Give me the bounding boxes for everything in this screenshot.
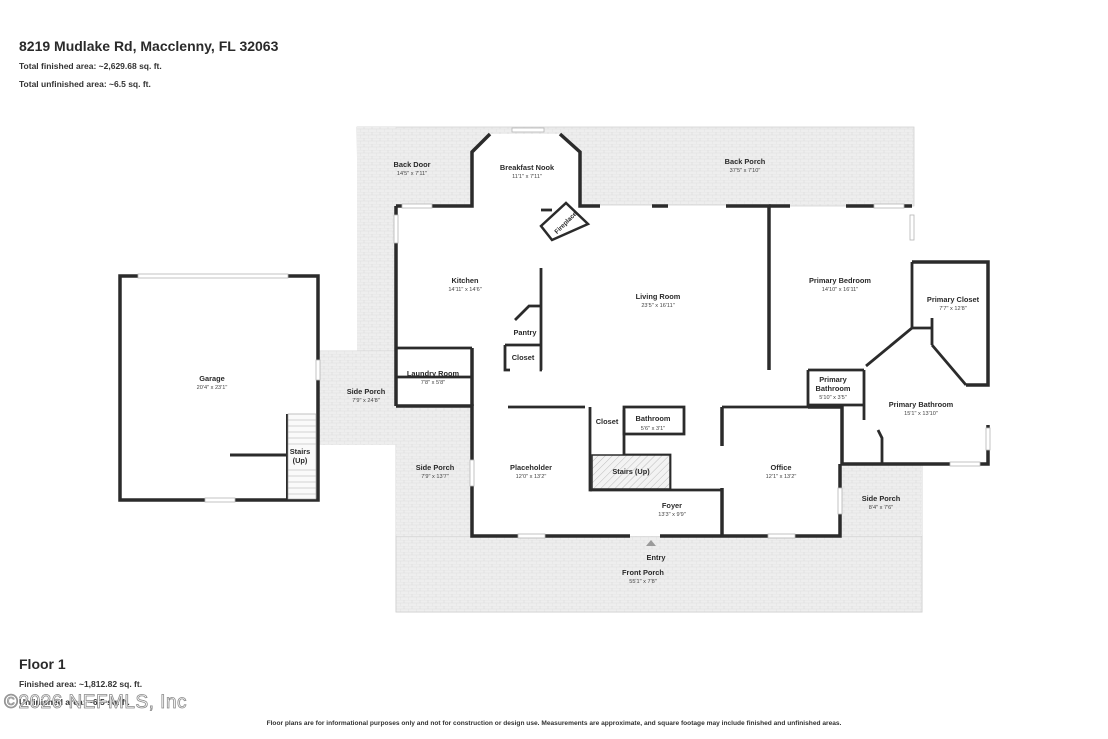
primary-bathroom-small-label-1: Primary: [819, 375, 847, 384]
breakfast-nook-dim: 11'1" x 7'11": [512, 174, 542, 180]
side-porch-mid-floor: [396, 407, 472, 536]
garage-bottom-window: [204, 497, 236, 503]
interior-walls: [396, 208, 968, 492]
total-finished-area: Total finished area: ~2,629.68 sq. ft.: [19, 61, 162, 71]
foyer-dim: 13'3" x 9'9": [658, 512, 686, 518]
closet-kitchen-label: Closet: [512, 353, 535, 362]
side-porch-mid-label: Side Porch: [416, 463, 455, 472]
windows: [315, 127, 991, 539]
stairs-garage-label-1: Stairs: [290, 447, 311, 456]
primary-bathroom-small-dim: 5'10" x 3'5": [819, 395, 847, 401]
side-porch-left-floor: [318, 351, 396, 445]
floor-finished-area: Finished area: ~1,812.82 sq. ft.: [19, 679, 143, 689]
primary-bathroom-label: Primary Bathroom: [889, 400, 954, 409]
back-porch-lower: [357, 127, 396, 352]
garage-label: Garage: [199, 374, 224, 383]
living-room-label: Living Room: [636, 292, 681, 301]
kitchen-label: Kitchen: [451, 276, 479, 285]
closet-center-label: Closet: [596, 417, 619, 426]
side-porch-right-floor: [840, 464, 922, 536]
placeholder-dim: 12'0" x 13'2": [516, 474, 547, 480]
kitchen-dim: 14'11" x 14'6": [448, 287, 481, 293]
interior-floor: [396, 134, 988, 536]
back-door-label: Back Door: [394, 160, 431, 169]
primary-closet-label: Primary Closet: [927, 295, 980, 304]
floor-unfinished-area: Unfinished area: ~6.5 sq. ft.: [19, 697, 130, 707]
side-porch-mid-dim: 7'9" x 13'7": [421, 474, 449, 480]
garage-dim: 20'4" x 23'1": [197, 385, 228, 391]
pantry-label: Pantry: [513, 328, 537, 337]
fireplace: [539, 201, 591, 242]
copyright-watermark: ©2026 NEFMLS, Inc: [4, 692, 188, 714]
entry-label: Entry: [647, 553, 667, 562]
floor-title: Floor 1: [19, 656, 66, 672]
total-unfinished-area: Total unfinished area: ~6.5 sq. ft.: [19, 79, 151, 89]
living-room-dim: 23'5" x 16'11": [641, 303, 674, 309]
laundry-label: Laundry Room: [407, 369, 460, 378]
laundry-dim: 7'8" x 5'8": [421, 380, 445, 386]
garage-door-window: [137, 273, 289, 279]
primary-bedroom-label: Primary Bedroom: [809, 276, 871, 285]
breakfast-nook-label: Breakfast Nook: [500, 163, 555, 172]
front-porch-floor: [395, 535, 923, 613]
stairs-garage-label-2: (Up): [293, 456, 308, 465]
back-porch-label: Back Porch: [725, 157, 766, 166]
office-dim: 12'1" x 13'2": [766, 474, 797, 480]
entry-arrow: [646, 540, 656, 546]
side-porch-right-label: Side Porch: [862, 494, 901, 503]
office-label: Office: [771, 463, 792, 472]
bathroom-label: Bathroom: [636, 414, 671, 423]
center-stairs-area: [591, 454, 671, 490]
primary-bathroom-dim: 15'1" x 13'10": [904, 411, 938, 417]
primary-closet-dim: 7'7" x 12'8": [939, 306, 967, 312]
side-porch-left-dim: 7'9" x 24'8": [352, 398, 380, 404]
back-door-dim: 14'5" x 7'11": [397, 171, 427, 177]
primary-bedroom-dim: 14'10" x 16'11": [822, 287, 859, 293]
garage-wall: [118, 274, 320, 502]
placeholder-label: Placeholder: [510, 463, 552, 472]
stairs-center-label: Stairs (Up): [612, 467, 650, 476]
garage-stairs: [287, 413, 317, 500]
front-porch-dim: 55'1" x 7'8": [629, 579, 657, 585]
back-porch-dim: 37'5" x 7'10": [730, 168, 761, 174]
front-porch-label: Front Porch: [622, 568, 664, 577]
foyer-label: Foyer: [662, 501, 682, 510]
side-porch-right-dim: 8'4" x 7'6": [869, 505, 893, 511]
porch-deck-area: [356, 126, 915, 207]
room-labels: Back Door 14'5" x 7'11" Breakfast Nook 1…: [197, 157, 980, 585]
primary-bathroom-small-label-2: Bathroom: [816, 384, 851, 393]
bathroom-dim: 5'6" x 3'1": [641, 426, 665, 432]
property-address: 8219 Mudlake Rd, Macclenny, FL 32063: [19, 38, 279, 54]
side-porch-left-label: Side Porch: [347, 387, 386, 396]
disclaimer-text: Floor plans are for informational purpos…: [266, 720, 842, 727]
